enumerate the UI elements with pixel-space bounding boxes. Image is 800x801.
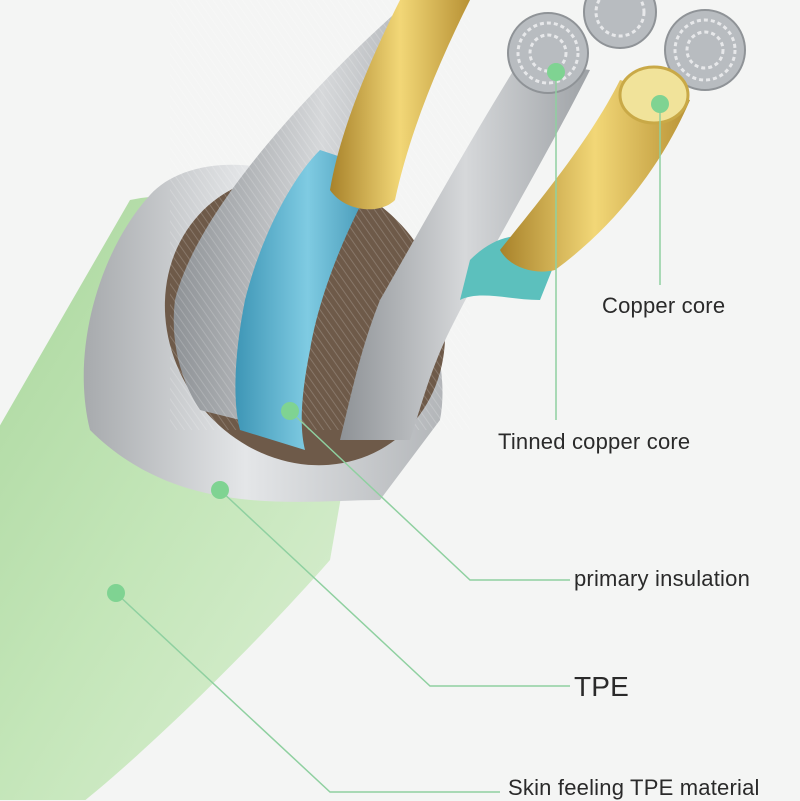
label-skin-tpe-material: Skin feeling TPE material [508, 775, 760, 801]
marker-skin-tpe [107, 584, 125, 602]
label-tinned-copper-core: Tinned copper core [498, 429, 690, 455]
marker-tpe [211, 481, 229, 499]
marker-copper-core [651, 95, 669, 113]
label-tpe: TPE [574, 671, 629, 703]
label-copper-core: Copper core [602, 293, 725, 319]
label-primary-insulation: primary insulation [574, 566, 750, 592]
marker-tinned-core [547, 63, 565, 81]
marker-primary-insulation [281, 402, 299, 420]
